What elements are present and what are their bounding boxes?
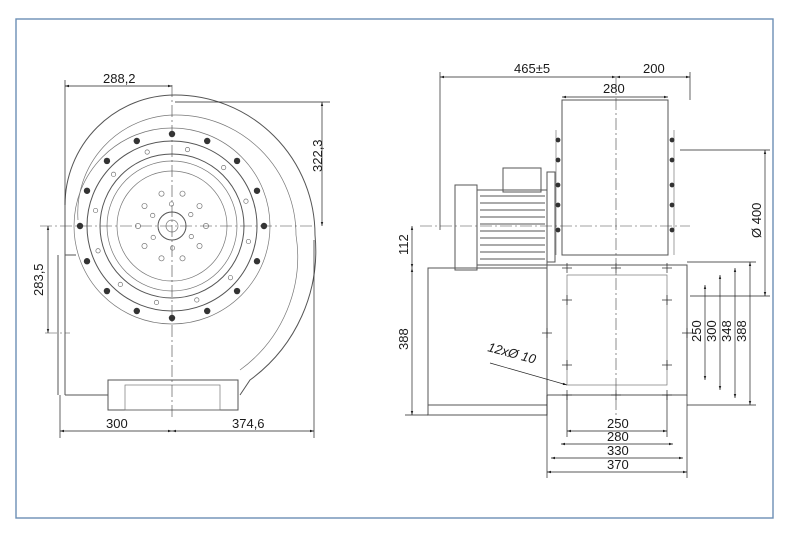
side-housing-bolt bbox=[555, 182, 561, 188]
front-outer-bolt bbox=[83, 258, 91, 265]
dim-front-outlet-height: 283,5 bbox=[31, 263, 46, 296]
dim-side-wheel-width: 280 bbox=[603, 81, 625, 96]
dim-flange-v-348: 348 bbox=[719, 320, 734, 342]
dim-flange-h-370: 370 bbox=[607, 457, 629, 472]
dim-front-base-left: 300 bbox=[106, 416, 128, 431]
front-outer-bolt bbox=[83, 187, 91, 194]
side-dimensions bbox=[405, 72, 770, 478]
front-inner-bolt bbox=[184, 147, 191, 153]
dim-flange-v-250: 250 bbox=[689, 320, 704, 342]
front-dimensions bbox=[46, 80, 330, 438]
flange-holes bbox=[542, 263, 692, 400]
front-inner-bolt bbox=[227, 275, 234, 281]
front-hub-hole bbox=[179, 255, 186, 262]
dim-front-base-right: 374,6 bbox=[232, 416, 265, 431]
dim-side-holes: 12xØ 10 bbox=[486, 339, 538, 366]
dim-flange-h-250: 250 bbox=[607, 416, 629, 431]
front-outer-bolt bbox=[233, 287, 241, 295]
dim-flange-v-388: 388 bbox=[734, 320, 749, 342]
side-view bbox=[427, 99, 688, 416]
front-inner-bolt bbox=[153, 299, 160, 305]
front-outer-bolt bbox=[168, 314, 176, 322]
front-inner-bolt bbox=[95, 248, 101, 254]
front-outer-bolt bbox=[133, 307, 140, 315]
dim-front-height-right: 322,3 bbox=[310, 139, 325, 172]
side-housing-bolt bbox=[555, 202, 561, 208]
front-outer-bolt bbox=[253, 187, 261, 194]
front-hub-hole bbox=[196, 203, 203, 209]
front-inner-bolt bbox=[93, 207, 99, 214]
front-hub-hole bbox=[150, 234, 156, 240]
dim-side-shaft-height: 112 bbox=[396, 234, 411, 255]
front-inner-bolt bbox=[221, 164, 227, 171]
side-housing-bolts bbox=[555, 137, 675, 233]
front-inner-bolt bbox=[144, 149, 150, 155]
front-hub-hole bbox=[168, 201, 175, 207]
front-inner-bolt bbox=[194, 297, 200, 303]
side-housing-bolt bbox=[669, 182, 675, 188]
front-outer-bolt bbox=[133, 137, 140, 145]
side-housing-bolt bbox=[669, 137, 675, 143]
front-inner-bolts bbox=[93, 147, 251, 305]
front-hub-hole bbox=[141, 243, 148, 249]
front-hub-hole bbox=[158, 255, 165, 262]
dim-side-total-length: 465±5 bbox=[514, 61, 550, 76]
front-outer-bolt bbox=[233, 157, 241, 165]
side-housing-bolt bbox=[555, 227, 561, 233]
front-inner-bolt bbox=[245, 238, 251, 245]
front-inner-bolt bbox=[243, 198, 249, 204]
dim-flange-h-330: 330 bbox=[607, 443, 629, 458]
front-inner-bolt bbox=[117, 281, 123, 288]
dim-side-base-height: 388 bbox=[396, 328, 411, 350]
dim-side-outlet-diameter: Ø 400 bbox=[749, 203, 764, 238]
front-outer-bolt bbox=[253, 258, 261, 265]
front-outer-bolt bbox=[204, 307, 211, 315]
front-inner-bolt bbox=[110, 171, 117, 177]
side-housing-bolt bbox=[555, 137, 561, 143]
front-outer-bolt bbox=[204, 137, 211, 145]
side-housing-bolt bbox=[669, 202, 675, 208]
front-hub-hole bbox=[150, 212, 156, 219]
front-hub-hole bbox=[196, 243, 203, 249]
dim-flange-v-300: 300 bbox=[704, 320, 719, 342]
front-hub-hole bbox=[158, 190, 165, 197]
side-housing-bolt bbox=[669, 227, 675, 233]
dim-front-width-top: 288,2 bbox=[103, 71, 136, 86]
front-outer-bolt bbox=[103, 287, 111, 295]
front-hub-hole bbox=[188, 233, 194, 240]
side-housing-bolt bbox=[669, 157, 675, 163]
dim-side-right-offset: 200 bbox=[643, 61, 665, 76]
front-hub-hole bbox=[169, 245, 176, 251]
front-hub-hole bbox=[141, 203, 148, 209]
front-hub-hole bbox=[179, 190, 186, 197]
drawing-frame bbox=[15, 18, 774, 519]
side-housing-bolt bbox=[555, 157, 561, 163]
dim-flange-h-280: 280 bbox=[607, 429, 629, 444]
front-hub-hole bbox=[188, 212, 194, 218]
motor-fins bbox=[480, 195, 545, 260]
front-outer-bolt bbox=[103, 157, 111, 165]
